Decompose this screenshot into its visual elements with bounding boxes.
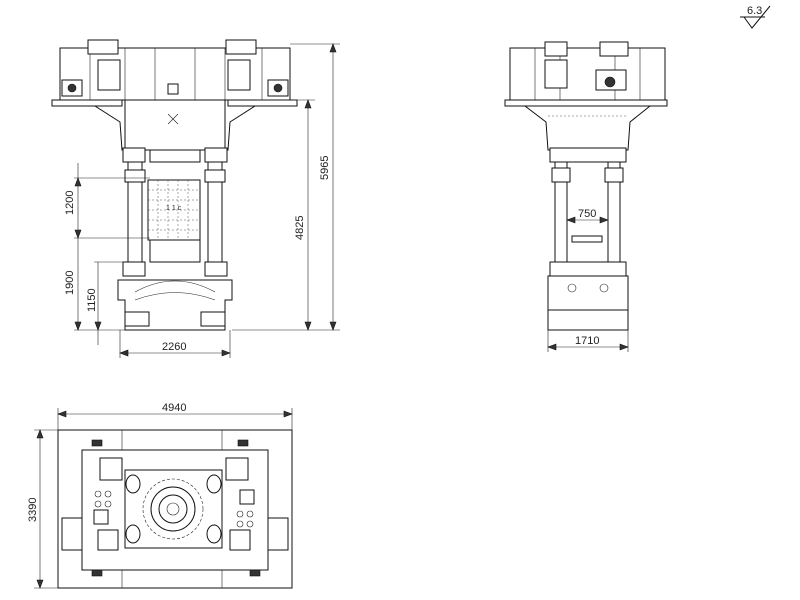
dim-inner: 750	[578, 208, 596, 220]
dim-overall-height: 5965	[319, 156, 331, 180]
side-view: 750 1710	[504, 41, 668, 352]
dim-side-width: 1710	[575, 335, 599, 347]
dim-width: 2260	[162, 341, 186, 353]
surface-roughness-symbol: 6.3	[740, 5, 771, 29]
motor-right	[225, 39, 257, 55]
dim-daylight: 1200	[64, 191, 76, 215]
dim-plan-depth: 3390	[27, 498, 39, 522]
dim-plan-width: 4940	[162, 402, 186, 414]
front-view: 1 1 c 5965 4825 1200 19	[51, 39, 340, 358]
motor-left	[87, 39, 119, 55]
dim-lower: 1900	[64, 271, 76, 295]
plan-view: 4940 3390	[27, 402, 293, 589]
roughness-value: 6.3	[747, 5, 762, 17]
dim-stroke: 1150	[86, 288, 98, 312]
dim-table-height: 4825	[294, 216, 306, 240]
guard-label: 1 1 c	[166, 205, 182, 212]
side-crown-frame	[509, 47, 666, 101]
